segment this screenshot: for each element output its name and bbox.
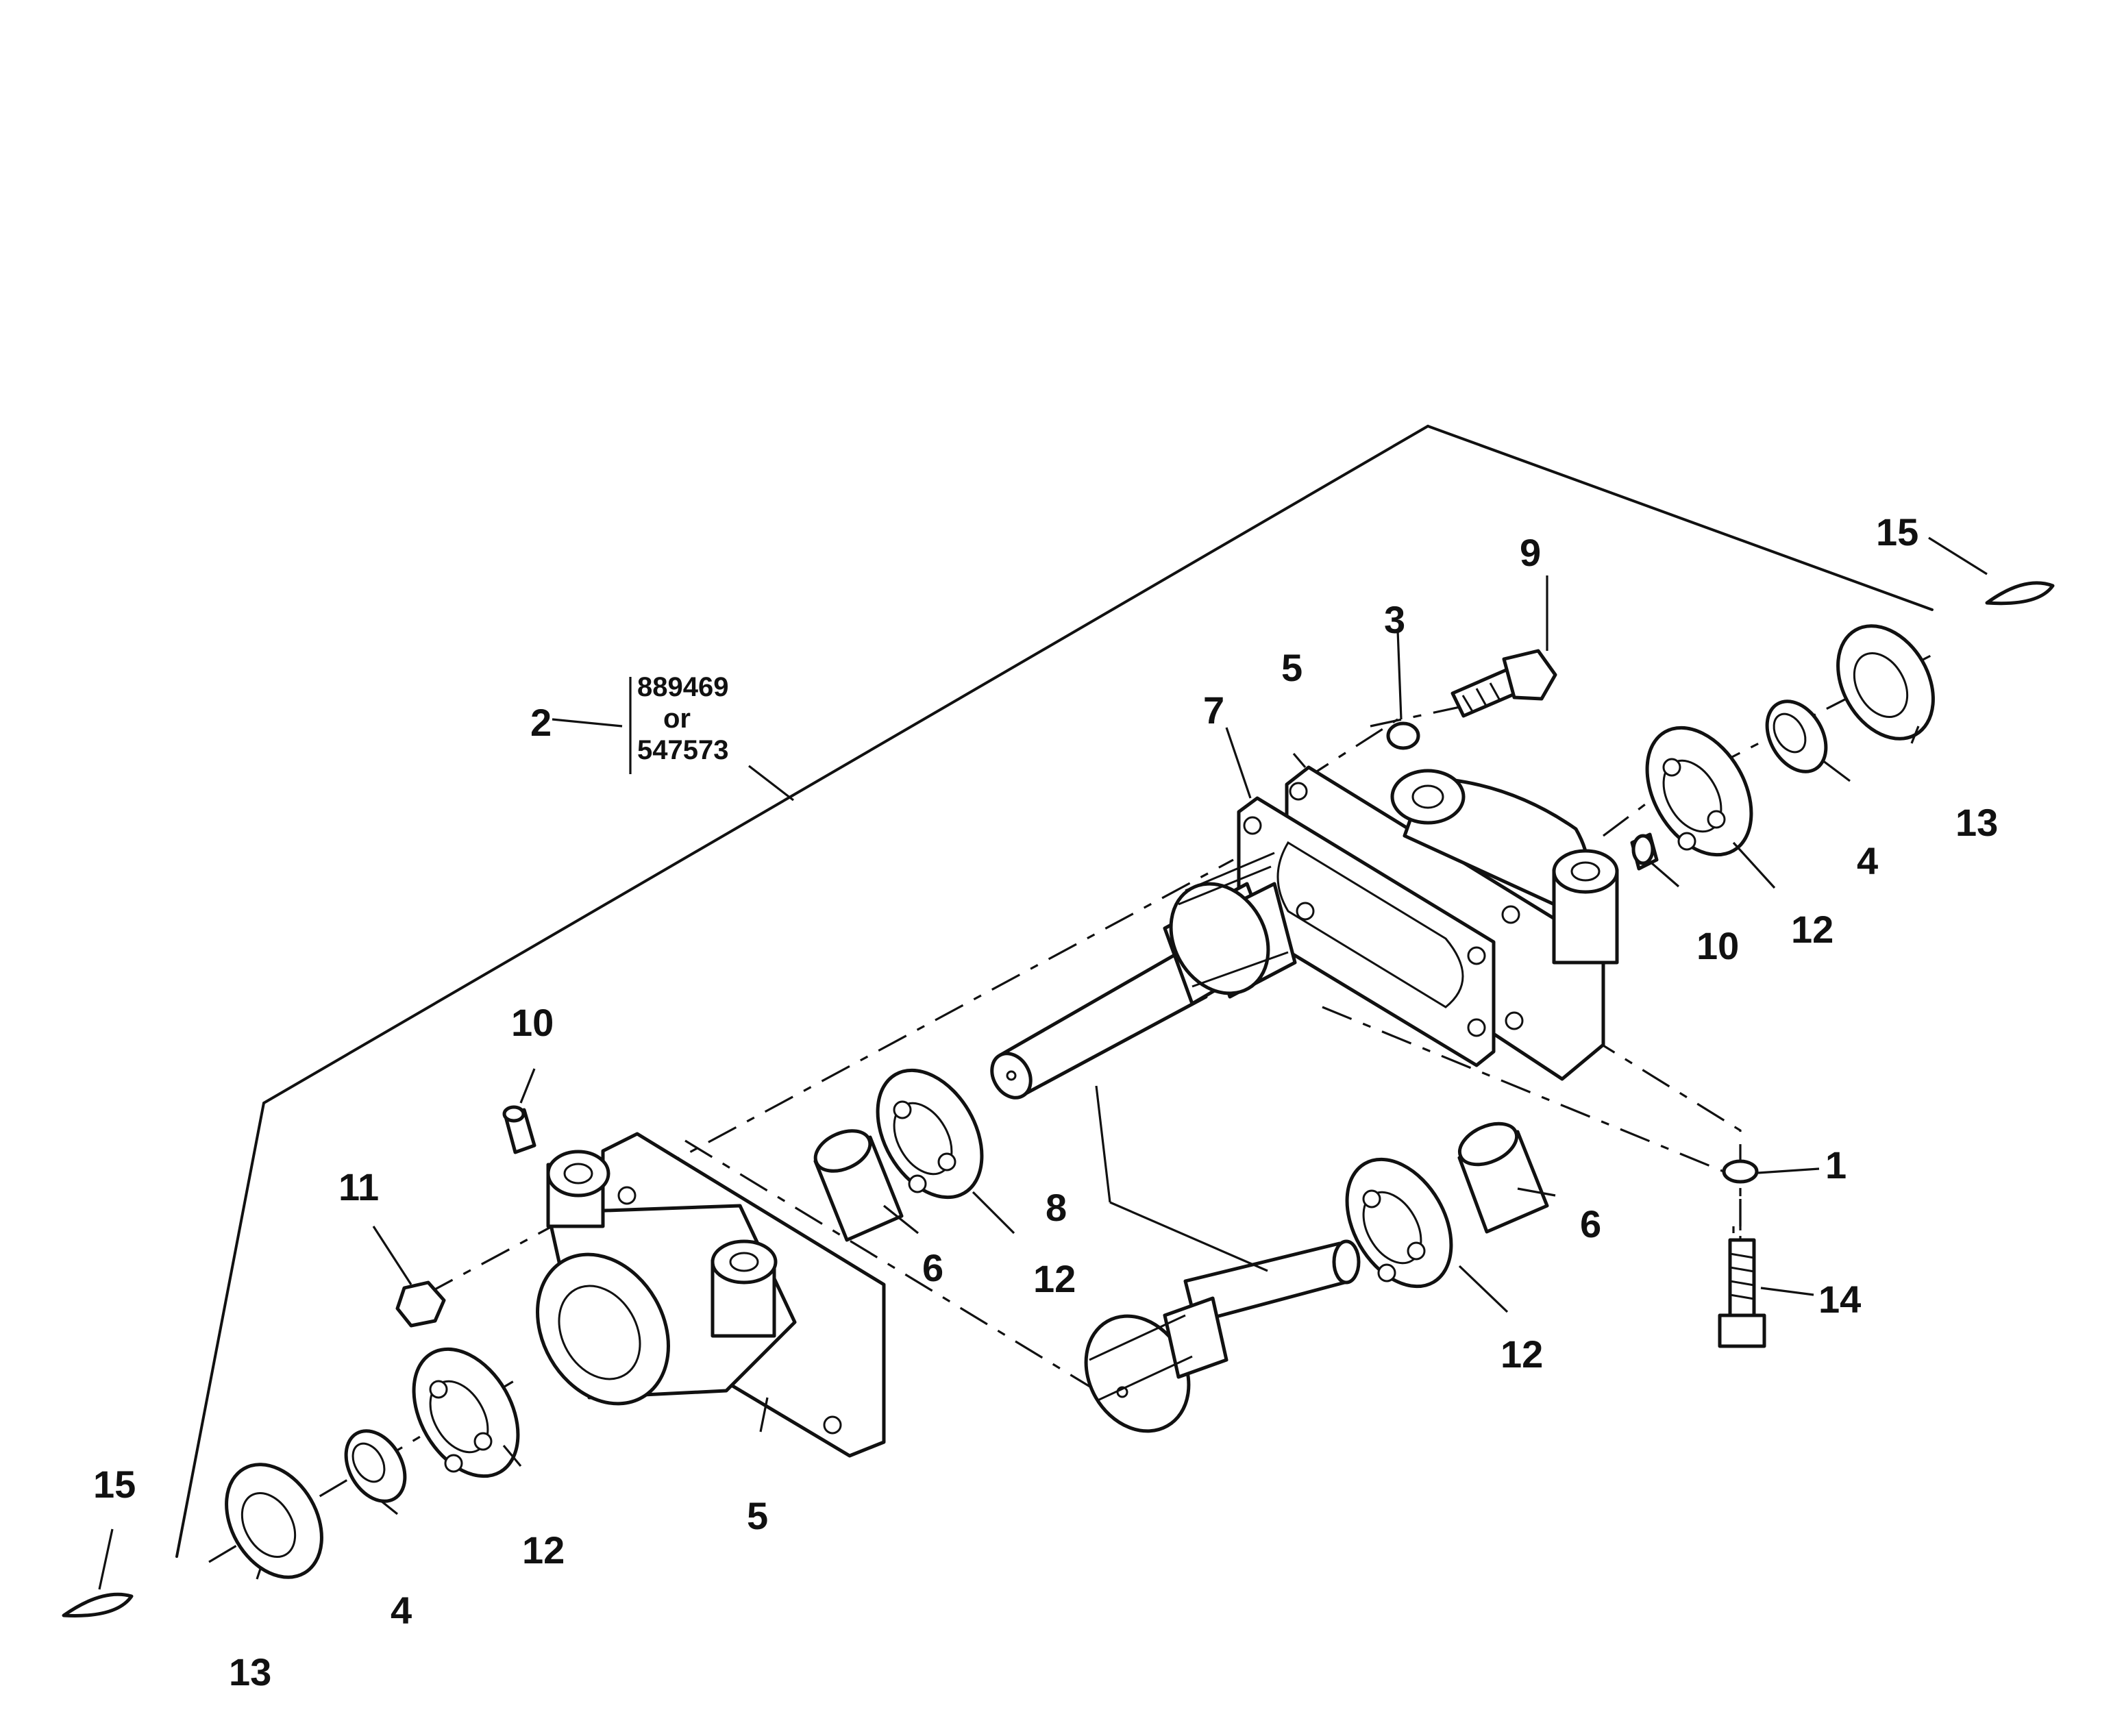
- callout-11: 11: [338, 1165, 379, 1208]
- callout-12-upper-shaft: 12: [1033, 1257, 1076, 1300]
- grease-fitting-right: [1630, 832, 1659, 871]
- bearing-left-outer: [412, 1347, 520, 1478]
- part-number-separator: or: [663, 704, 691, 734]
- bearing-lower-shaft: [1345, 1157, 1453, 1289]
- callout-4-left: 4: [391, 1589, 412, 1632]
- grease-fitting-left: [502, 1105, 536, 1154]
- bushing-lower: [1457, 1121, 1549, 1234]
- callout-8: 8: [1046, 1186, 1067, 1229]
- callout-14: 14: [1818, 1278, 1861, 1321]
- spacer-right: [1765, 699, 1828, 773]
- callout-13-left: 13: [229, 1650, 271, 1694]
- bearing-right: [1645, 726, 1753, 857]
- callout-15-right: 15: [1876, 510, 1918, 554]
- callout-2: 2: [530, 701, 552, 744]
- callout-12-left: 12: [522, 1528, 565, 1572]
- part-number-group: 889469 or 547573: [637, 672, 728, 765]
- part-number-second: 547573: [637, 735, 728, 765]
- bushing-upper: [813, 1129, 904, 1242]
- spacer-left: [344, 1429, 407, 1503]
- callout-13-right: 13: [1955, 801, 1998, 844]
- callout-4-right: 4: [1857, 839, 1878, 882]
- seal-left: [225, 1463, 323, 1579]
- lock-washer-bottom: [1722, 1159, 1759, 1184]
- callout-6-upper: 6: [922, 1246, 943, 1289]
- drive-shaft-upper: [990, 852, 1297, 1100]
- callout-12-right: 12: [1791, 908, 1833, 951]
- hex-nut: [395, 1280, 446, 1328]
- bolt-bottom: [1718, 1238, 1766, 1348]
- callout-7: 7: [1203, 689, 1224, 732]
- housing-left: [536, 1132, 886, 1458]
- callout-9: 9: [1520, 531, 1541, 574]
- callout-10-left: 10: [511, 1001, 554, 1044]
- bearing-upper-shaft: [876, 1068, 984, 1200]
- callout-3: 3: [1384, 598, 1405, 641]
- woodruff-key-left: [62, 1592, 134, 1617]
- part-number-first: 889469: [637, 672, 728, 702]
- callout-10-right: 10: [1696, 924, 1739, 967]
- lock-washer-top: [1386, 721, 1420, 750]
- assembly-bracket: [175, 425, 1934, 1558]
- callout-12-lower-shaft: 12: [1501, 1332, 1543, 1376]
- callout-1: 1: [1825, 1143, 1847, 1187]
- callout-5-top: 5: [1281, 646, 1302, 689]
- drive-shaft-lower: [1084, 1239, 1361, 1433]
- seal-right: [1836, 624, 1935, 741]
- woodruff-key-right: [1985, 581, 2055, 606]
- callout-labels: 1 2 3 4 4 5 5 6 6 7 8 9 10 10 11 12 12 1…: [93, 510, 1998, 1694]
- callout-6-lower: 6: [1580, 1202, 1601, 1245]
- callout-15-left: 15: [93, 1463, 136, 1506]
- leader-lines: [98, 536, 1988, 1590]
- bolt-top: [1450, 649, 1557, 718]
- callout-5-bottom: 5: [747, 1494, 768, 1537]
